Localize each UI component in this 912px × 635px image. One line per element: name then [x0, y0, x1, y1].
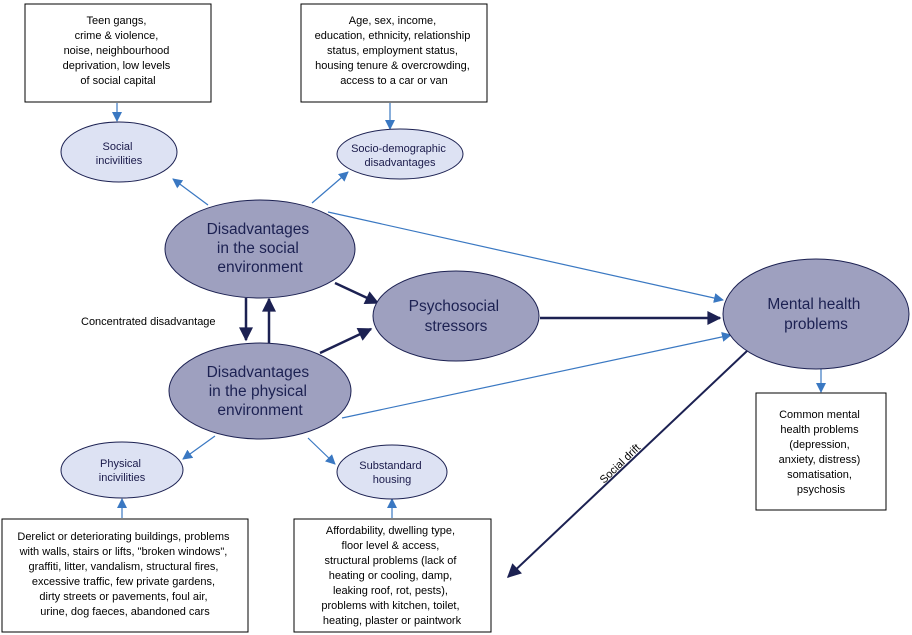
- svg-text:Derelict or deteriorating buil: Derelict or deteriorating buildings, pro…: [17, 531, 232, 618]
- node-social-incivilities: Social incivilities: [60, 121, 178, 183]
- arrow-physical-env-to-housing: [307, 437, 336, 465]
- box-line: education, ethnicity, relationship: [315, 30, 471, 42]
- node-disadvantages-physical-environment: Disadvantages in the physical environmen…: [168, 342, 352, 440]
- node-line: disadvantages: [365, 157, 436, 169]
- node-line: environment: [217, 259, 303, 276]
- box-line: leaking roof, rot, pests),: [333, 585, 448, 597]
- node-line: housing: [373, 474, 412, 486]
- box-line: graffiti, litter, vandalism, structural …: [29, 561, 219, 573]
- node-line: incivilities: [96, 155, 143, 167]
- svg-text:Teen gangs, crime & viol: Teen gangs, crime & violence, noise, nei…: [63, 15, 174, 87]
- svg-text:Mental health problems: Mental health problems: [767, 296, 864, 333]
- box-line: floor level & access,: [342, 540, 440, 552]
- label-social-drift: Social drift: [598, 442, 643, 486]
- box-line: urine, dog faeces, abandoned cars: [40, 606, 210, 618]
- box-line: (depression,: [789, 439, 850, 451]
- svg-text:Socio-demographic disadv: Socio-demographic disadvantages: [351, 143, 449, 169]
- box-line: deprivation, low levels: [63, 60, 171, 72]
- box-line: anxiety, distress): [779, 454, 861, 466]
- node-line: in the social: [217, 240, 299, 257]
- node-line: Social: [102, 141, 132, 153]
- arrow-social-env-to-social-incivilities: [172, 178, 209, 206]
- box-line: Teen gangs,: [87, 15, 147, 27]
- box-line: status, employment status,: [327, 45, 458, 57]
- svg-text:Social incivilities: Social incivilities: [96, 141, 143, 167]
- box-line: problems with kitchen, toilet,: [321, 600, 459, 612]
- node-line: Psychosocial: [409, 298, 499, 315]
- svg-text:Psychosocial stressors: Psychosocial stressors: [409, 298, 504, 335]
- node-line: in the physical: [209, 383, 307, 400]
- box-line: Affordability, dwelling type,: [326, 525, 455, 537]
- label-concentrated-disadvantage: Concentrated disadvantage: [81, 316, 216, 328]
- box-sociodemographic-examples: Age, sex, income, education, ethnicity, …: [300, 3, 488, 103]
- arrow-physical-env-to-physical-incivilities: [182, 435, 216, 460]
- box-line: Common mental: [779, 409, 860, 421]
- node-line: Mental health: [767, 296, 860, 313]
- node-line: Disadvantages: [207, 221, 310, 238]
- node-line: Physical: [100, 458, 141, 470]
- node-line: Disadvantages: [207, 364, 310, 381]
- box-line: of social capital: [80, 75, 155, 87]
- box-mental-health-examples: Common mental health problems (depressio…: [755, 392, 887, 511]
- node-sociodemographic-disadvantages: Socio-demographic disadvantages: [336, 128, 464, 180]
- node-line: incivilities: [99, 472, 146, 484]
- box-line: Age, sex, income,: [349, 15, 436, 27]
- box-line: heating or cooling, damp,: [329, 570, 453, 582]
- arrow-physical-env-to-mental-health: [341, 331, 732, 419]
- svg-text:Physical incivilities: Physical incivilities: [99, 458, 146, 484]
- arrow-social-env-to-mental-health: [327, 211, 724, 303]
- node-line: Substandard: [359, 460, 421, 472]
- box-housing-examples: Affordability, dwelling type, floor leve…: [293, 518, 492, 633]
- box-line: noise, neighbourhood: [64, 45, 170, 57]
- box-line: health problems: [780, 424, 859, 436]
- arrow-social-drift: [506, 350, 748, 578]
- svg-text:Substandard housing: Substandard housing: [359, 460, 424, 486]
- node-psychosocial-stressors: Psychosocial stressors: [372, 270, 540, 362]
- node-line: Socio-demographic: [351, 143, 446, 155]
- svg-text:Age, sex, income, educat: Age, sex, income, education, ethnicity, …: [315, 15, 474, 87]
- box-line: with walls, stairs or lifts, "broken win…: [19, 546, 228, 558]
- box-line: psychosis: [797, 484, 846, 496]
- box-line: excessive traffic, few private gardens,: [32, 576, 215, 588]
- box-line: somatisation,: [787, 469, 852, 481]
- box-line: structural problems (lack of: [324, 555, 457, 567]
- arrow-social-env-to-sociodemographic: [311, 171, 349, 204]
- box-line: Derelict or deteriorating buildings, pro…: [17, 531, 230, 543]
- node-line: problems: [784, 316, 848, 333]
- svg-text:Common mental health pro: Common mental health problems (depressio…: [779, 409, 864, 496]
- node-physical-incivilities: Physical incivilities: [60, 441, 184, 499]
- arrow-physical-to-psychosocial: [319, 327, 373, 355]
- box-line: dirty streets or pavements, foul air,: [39, 591, 207, 603]
- svg-text:Affordability, dwelling type,: Affordability, dwelling type, floor leve…: [321, 525, 462, 627]
- box-line: crime & violence,: [75, 30, 159, 42]
- arrow-social-to-psychosocial: [334, 281, 380, 305]
- node-substandard-housing: Substandard housing: [336, 444, 448, 500]
- box-social-examples: Teen gangs, crime & violence, noise, nei…: [24, 3, 212, 103]
- box-physical-examples: Derelict or deteriorating buildings, pro…: [1, 518, 249, 633]
- box-line: heating, plaster or paintwork: [323, 615, 462, 627]
- node-line: environment: [217, 402, 303, 419]
- svg-text:Disadvantages in the soc: Disadvantages in the social environment: [207, 221, 314, 276]
- box-line: housing tenure & overcrowding,: [315, 60, 470, 72]
- node-mental-health-problems: Mental health problems: [722, 258, 910, 370]
- svg-text:Disadvantages in the phy: Disadvantages in the physical environmen…: [207, 364, 314, 419]
- node-disadvantages-social-environment: Disadvantages in the social environment: [164, 199, 356, 299]
- box-line: access to a car or van: [340, 75, 448, 87]
- node-line: stressors: [425, 318, 488, 335]
